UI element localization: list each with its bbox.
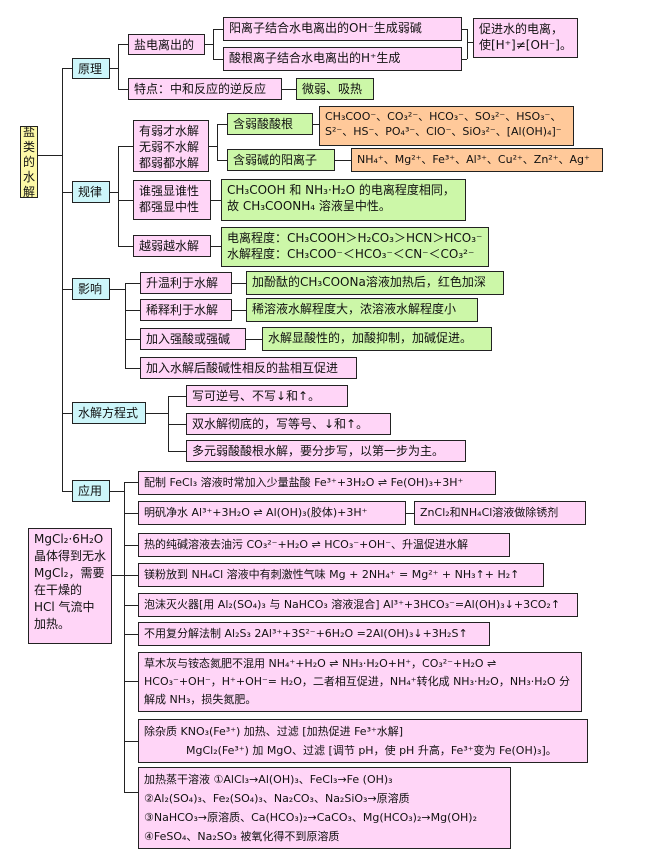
- application-9-line-2: ②Al₂(SO₄)₃、Fe₂(SO₄)₃、Na₂CO₃、Na₂SiO₃→原溶质: [144, 792, 410, 805]
- equation-1-text: 写可逆号、不写↓和↑。: [192, 389, 321, 403]
- acid-ions-text: CH₃COO⁻、CO₃²⁻、HCO₃⁻、SO₃²⁻、HSO₃⁻、S²⁻、HS⁻、…: [325, 110, 562, 138]
- equation-2: 双水解彻底的，写等号、↓和↑。: [186, 413, 391, 435]
- application-9-line-4: ④FeSO₄、Na₂SO₃ 被氧化得不到原溶质: [144, 830, 340, 843]
- rule-3: 越弱越水解: [133, 235, 211, 257]
- principle-node: 原理: [72, 58, 110, 79]
- application-1: 配制 FeCl₃ 溶液时常加入少量盐酸 Fe³⁺+3H₂O ⇌ Fe(OH)₃+…: [138, 471, 496, 495]
- rule-3-note-line-1: 电离程度：CH₃COOH＞H₂CO₃＞HCN＞HCO₃⁻: [227, 231, 483, 245]
- weak-acid-root-text: 含弱酸酸根: [233, 117, 294, 131]
- equation-label: 水解方程式: [78, 406, 139, 420]
- weak-text: 微弱、吸热: [302, 82, 363, 96]
- ionize-text: 盐电离出的: [134, 38, 195, 52]
- influence-3-note-text: 水解显酸性的，加酸抑制，加碱促进。: [268, 331, 473, 345]
- influence-4: 加入水解后酸碱性相反的盐相互促进: [140, 357, 357, 379]
- influence-2: 稀释利于水解: [140, 299, 232, 321]
- rule-1: 有弱才水解 无弱不水解 都弱都水解: [133, 120, 209, 172]
- anion-text: 酸根离子结合水电离出的H⁺生成: [229, 51, 401, 65]
- application-5: 泡沫灭火器[用 Al₂(SO₄)₃ 与 NaHCO₃ 溶液混合] Al³⁺+3H…: [138, 593, 578, 617]
- application-2-text: 明矾净水 Al³⁺+3H₂O ⇌ Al(OH)₃(胶体)+3H⁺: [144, 506, 368, 519]
- principle-anion: 酸根离子结合水电离出的H⁺生成: [223, 47, 462, 71]
- influence-3-note: 水解显酸性的，加酸抑制，加碱促进。: [262, 327, 492, 351]
- influence-1-note-text: 加酚酞的CH₃COONa溶液加热后，红色加深: [252, 275, 486, 289]
- influence-1: 升温利于水解: [140, 272, 232, 294]
- application-label: 应用: [78, 484, 103, 498]
- rule-acid-ions: CH₃COO⁻、CO₃²⁻、HCO₃⁻、SO₃²⁻、HSO₃⁻、S²⁻、HS⁻、…: [319, 106, 574, 146]
- rule-3-note-line-2: 水解程度：CH₃COO⁻＜HCO₃⁻＜CN⁻＜CO₃²⁻: [227, 247, 475, 261]
- equation-1: 写可逆号、不写↓和↑。: [186, 385, 348, 407]
- influence-3-text: 加入强酸或强碱: [146, 332, 231, 346]
- influence-node: 影响: [72, 278, 110, 300]
- application-2: 明矾净水 Al³⁺+3H₂O ⇌ Al(OH)₃(胶体)+3H⁺: [138, 501, 406, 525]
- principle-weak: 微弱、吸热: [296, 78, 374, 100]
- principle-ionize: 盐电离出的: [128, 34, 205, 55]
- weak-base-cation-text: 含弱碱的阳离子: [233, 153, 318, 167]
- promote-text: 促进水的电离，使[H⁺]≠[OH⁻]。: [479, 22, 572, 52]
- rule-3-text: 越弱越水解: [139, 239, 200, 253]
- application-6: 不用复分解法制 Al₂S₃ 2Al³⁺+3S²⁻+6H₂O =2Al(OH)₃↓…: [138, 622, 490, 646]
- equation-3-text: 多元弱酸酸根水解，要分步写，以第一步为主。: [192, 444, 445, 458]
- application-8: 除杂质 KNO₃(Fe³⁺) 加热、过滤 [加热促进 Fe³⁺水解] MgCl₂…: [138, 719, 588, 763]
- application-side-note: MgCl₂·6H₂O 晶体得到无水 MgCl₂，需要在干燥的 HCl 气流中加热…: [28, 528, 112, 644]
- application-7-text: 草木灰与铵态氮肥不混用 NH₄⁺+H₂O ⇌ NH₃·H₂O+H⁺，CO₃²⁻+…: [144, 657, 571, 706]
- application-8-line-2: MgCl₂(Fe³⁺) 加 MgO、过滤 [调节 pH，使 pH 升高，Fe³⁺…: [186, 744, 557, 757]
- influence-4-text: 加入水解后酸碱性相反的盐相互促进: [146, 361, 339, 375]
- influence-3: 加入强酸或强碱: [140, 328, 246, 350]
- influence-2-text: 稀释利于水解: [146, 303, 219, 317]
- application-9: 加热蒸干溶液 ①AlCl₃→Al(OH)₃、FeCl₃→Fe (OH)₃ ②Al…: [138, 767, 511, 849]
- rule-2-note: CH₃COOH 和 NH₃·H₂O 的电离程度相同，故 CH₃COONH₄ 溶液…: [221, 179, 466, 221]
- principle-feature: 特点：中和反应的逆反应: [128, 78, 282, 100]
- rule-2-text: 谁强显谁性 都强显中性: [139, 184, 200, 214]
- application-6-text: 不用复分解法制 Al₂S₃ 2Al³⁺+3S²⁻+6H₂O =2Al(OH)₃↓…: [144, 627, 468, 640]
- root-label: 盐类的水解: [23, 126, 36, 198]
- principle-label: 原理: [78, 62, 103, 76]
- application-9-line-3: ③NaHCO₃→原溶质、Ca(HCO₃)₂→CaCO₃、Mg(HCO₃)₂→Mg…: [144, 811, 477, 824]
- equation-2-text: 双水解彻底的，写等号、↓和↑。: [192, 417, 369, 431]
- application-4: 镁粉放到 NH₄Cl 溶液中有刺激性气味 Mg + 2NH₄⁺ = Mg²⁺ +…: [138, 563, 544, 587]
- application-7: 草木灰与铵态氮肥不混用 NH₄⁺+H₂O ⇌ NH₃·H₂O+H⁺，CO₃²⁻+…: [138, 652, 582, 712]
- equation-node: 水解方程式: [72, 402, 146, 424]
- rule-node: 规律: [72, 181, 110, 203]
- root-node: 盐类的水解: [20, 126, 38, 198]
- equation-3: 多元弱酸酸根水解，要分步写，以第一步为主。: [186, 440, 466, 462]
- principle-promote: 促进水的电离，使[H⁺]≠[OH⁻]。: [473, 18, 578, 58]
- application-node: 应用: [72, 480, 110, 502]
- application-9-line-1: 加热蒸干溶液 ①AlCl₃→Al(OH)₃、FeCl₃→Fe (OH)₃: [144, 773, 393, 786]
- application-2-side: ZnCl₂和NH₄Cl溶液做除锈剂: [414, 501, 586, 525]
- cation-text: 阳离子结合水电离出的OH⁻生成弱碱: [229, 21, 422, 35]
- application-2-side-text: ZnCl₂和NH₄Cl溶液做除锈剂: [420, 506, 559, 519]
- application-5-text: 泡沫灭火器[用 Al₂(SO₄)₃ 与 NaHCO₃ 溶液混合] Al³⁺+3H…: [144, 598, 561, 611]
- rule-label: 规律: [78, 185, 103, 199]
- application-4-text: 镁粉放到 NH₄Cl 溶液中有刺激性气味 Mg + 2NH₄⁺ = Mg²⁺ +…: [144, 568, 520, 581]
- rule-2-note-text: CH₃COOH 和 NH₃·H₂O 的电离程度相同，故 CH₃COONH₄ 溶液…: [227, 183, 455, 213]
- base-ions-text: NH₄⁺、Mg²⁺、Fe³⁺、Al³⁺、Cu²⁺、Zn²⁺、Ag⁺: [357, 153, 590, 166]
- influence-1-note: 加酚酞的CH₃COONa溶液加热后，红色加深: [246, 271, 504, 295]
- rule-weak-base-cation: 含弱碱的阳离子: [227, 149, 335, 171]
- principle-cation: 阳离子结合水电离出的OH⁻生成弱碱: [223, 17, 462, 41]
- influence-1-text: 升温利于水解: [146, 276, 219, 290]
- influence-label: 影响: [78, 282, 103, 296]
- rule-base-ions: NH₄⁺、Mg²⁺、Fe³⁺、Al³⁺、Cu²⁺、Zn²⁺、Ag⁺: [351, 148, 603, 172]
- rule-1-text: 有弱才水解 无弱不水解 都弱都水解: [139, 124, 200, 170]
- rule-3-note: 电离程度：CH₃COOH＞H₂CO₃＞HCN＞HCO₃⁻ 水解程度：CH₃COO…: [221, 227, 489, 267]
- application-8-line-1: 除杂质 KNO₃(Fe³⁺) 加热、过滤 [加热促进 Fe³⁺水解]: [144, 725, 404, 738]
- side-note-text: MgCl₂·6H₂O 晶体得到无水 MgCl₂，需要在干燥的 HCl 气流中加热…: [34, 532, 107, 631]
- application-3: 热的纯碱溶液去油污 CO₃²⁻+H₂O ⇌ HCO₃⁻+OH⁻、升温促进水解: [138, 533, 510, 557]
- application-3-text: 热的纯碱溶液去油污 CO₃²⁻+H₂O ⇌ HCO₃⁻+OH⁻、升温促进水解: [144, 538, 469, 551]
- influence-2-note: 稀溶液水解程度大，浓溶液水解程度小: [246, 298, 478, 322]
- influence-2-note-text: 稀溶液水解程度大，浓溶液水解程度小: [252, 302, 457, 316]
- application-1-text: 配制 FeCl₃ 溶液时常加入少量盐酸 Fe³⁺+3H₂O ⇌ Fe(OH)₃+…: [144, 476, 464, 489]
- rule-2: 谁强显谁性 都强显中性: [133, 180, 211, 220]
- rule-weak-acid-root: 含弱酸酸根: [227, 113, 313, 135]
- feature-text: 特点：中和反应的逆反应: [134, 82, 267, 96]
